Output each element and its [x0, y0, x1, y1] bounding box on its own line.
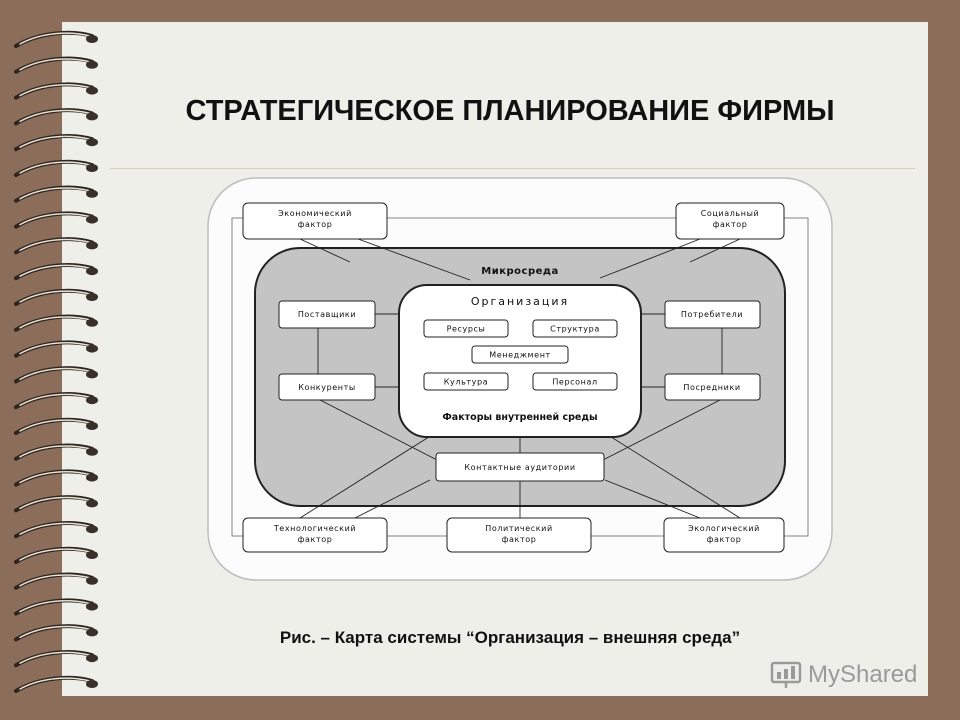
spiral-ring-highlight [19, 445, 91, 458]
spiral-ring-end [86, 86, 98, 95]
spiral-ring-end [86, 602, 98, 611]
spiral-ring-end [86, 35, 98, 43]
spiral-ring-highlight [19, 574, 91, 587]
svg-text:фактор: фактор [502, 535, 537, 544]
spiral-ring-end [86, 551, 98, 559]
spiral-ring-end [86, 189, 98, 198]
spiral-ring-end [86, 138, 98, 147]
spiral-ring-highlight [19, 161, 91, 174]
svg-text:Ресурсы: Ресурсы [447, 325, 486, 334]
internal-box-personnel: Персонал [532, 372, 618, 391]
spiral-ring-end [86, 370, 98, 379]
logo-text: MyShared [808, 661, 918, 688]
svg-text:Персонал: Персонал [552, 378, 597, 387]
spiral-ring-end [86, 396, 98, 405]
slide-title: СТРАТЕГИЧЕСКОЕ ПЛАНИРОВАНИЕ ФИРМЫ [185, 95, 835, 127]
svg-text:Потребители: Потребители [681, 310, 743, 319]
spiral-ring-highlight [19, 213, 91, 226]
spiral-ring-end [86, 422, 98, 430]
spiral-ring-highlight [19, 548, 91, 561]
micro-box-intermediaries: Посредники [664, 373, 761, 401]
spiral-ring-end [86, 473, 98, 482]
watermark-logo: MyShared [770, 660, 917, 690]
svg-text:фактор: фактор [707, 535, 742, 544]
spiral-ring-highlight [19, 58, 91, 71]
spiral-ring-end [86, 447, 98, 456]
notebook-spiral [14, 30, 98, 693]
spiral-ring-end [86, 215, 98, 224]
spiral-ring-highlight [19, 496, 91, 510]
spiral-ring-end [86, 164, 98, 172]
spiral-ring-highlight [19, 290, 91, 303]
svg-text:Контактные аудитории: Контактные аудитории [464, 463, 575, 472]
internal-factors-label: Факторы внутренней среды [442, 412, 597, 423]
spiral-ring-end [86, 60, 98, 69]
micro-box-suppliers: Поставщики [278, 300, 376, 329]
svg-text:фактор: фактор [298, 220, 333, 229]
spiral-ring-end [86, 680, 98, 688]
internal-box-management: Менеджмент [471, 345, 569, 364]
spiral-ring-highlight [19, 522, 91, 535]
factor-box-political: Политический фактор [446, 517, 592, 553]
svg-text:Культура: Культура [444, 378, 488, 387]
internal-box-resources: Ресурсы [423, 319, 509, 338]
spiral-ring-highlight [19, 393, 91, 406]
spiral-ring-end [86, 344, 98, 353]
spiral-ring-highlight [19, 625, 91, 639]
spiral-ring-highlight [19, 651, 91, 664]
spiral-ring-end [86, 293, 98, 301]
spiral-ring-highlight [19, 264, 91, 277]
svg-text:Социальный: Социальный [701, 209, 760, 218]
factor-box-economic: Экономический фактор [242, 202, 388, 240]
svg-text:Менеджмент: Менеджмент [489, 351, 551, 360]
spiral-ring-highlight [19, 367, 91, 381]
spiral-ring-highlight [19, 600, 91, 613]
spiral-ring-highlight [19, 109, 91, 123]
spiral-ring-end [86, 525, 98, 534]
svg-text:фактор: фактор [713, 220, 748, 229]
micro-box-competitors: Конкуренты [278, 373, 376, 401]
spiral-ring-highlight [19, 135, 91, 148]
spiral-ring-highlight [19, 84, 91, 97]
svg-text:Конкуренты: Конкуренты [298, 383, 356, 392]
internal-box-structure: Структура [532, 319, 618, 338]
svg-text:Технологический: Технологический [273, 524, 356, 533]
figure-caption: Рис. – Карта системы “Организация – внеш… [279, 628, 741, 647]
spiral-ring-highlight [19, 238, 91, 252]
factor-box-social: Социальный фактор [675, 202, 785, 240]
spiral-ring-end [86, 241, 98, 250]
spiral-ring-end [86, 628, 98, 637]
micro-environment-label: Микросреда [481, 266, 558, 277]
spiral-ring-highlight [19, 677, 91, 690]
spiral-ring-highlight [19, 471, 91, 484]
title-divider [110, 168, 915, 169]
spiral-ring-end [86, 654, 98, 663]
svg-text:Экологический: Экологический [688, 524, 760, 533]
svg-text:Политический: Политический [485, 524, 553, 533]
svg-text:Посредники: Посредники [683, 383, 740, 392]
spiral-ring-highlight [19, 342, 91, 355]
factor-box-ecological: Экологический фактор [663, 517, 785, 553]
spiral-ring-highlight [19, 419, 91, 432]
spiral-ring-highlight [19, 316, 91, 329]
spiral-ring-end [86, 576, 98, 585]
spiral-ring-end [86, 499, 98, 508]
organization-label: Организация [471, 295, 569, 308]
svg-text:Поставщики: Поставщики [298, 310, 356, 319]
micro-box-consumers: Потребители [664, 300, 761, 329]
spiral-ring-highlight [19, 187, 91, 200]
svg-text:Экономический: Экономический [278, 209, 352, 218]
spiral-ring-end [86, 112, 98, 121]
spiral-ring-end [86, 318, 98, 327]
svg-text:Структура: Структура [550, 325, 600, 334]
presentation-screen-icon [770, 661, 802, 688]
spiral-ring-end [86, 267, 98, 276]
svg-text:фактор: фактор [298, 535, 333, 544]
micro-box-contact-audiences: Контактные аудитории [435, 452, 605, 482]
spiral-ring-highlight [19, 32, 91, 45]
factor-box-technological: Технологический фактор [242, 517, 388, 553]
internal-box-culture: Культура [423, 372, 509, 391]
